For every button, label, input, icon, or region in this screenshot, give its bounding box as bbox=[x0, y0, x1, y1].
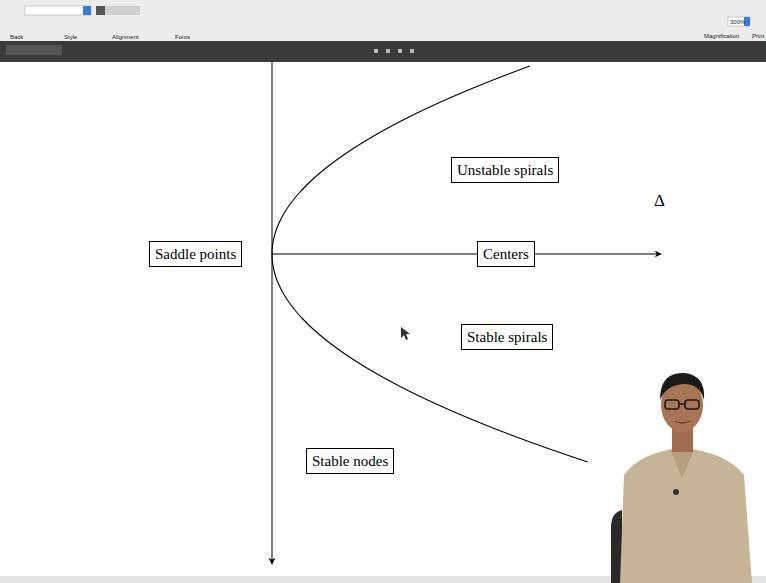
parabola-curve bbox=[272, 66, 588, 462]
toolbar-label: Print bbox=[752, 33, 764, 39]
nav-arrows bbox=[374, 49, 414, 53]
region-name: Unstable spirals bbox=[457, 162, 553, 178]
toolbar-label: Back bbox=[10, 34, 23, 40]
toolbar-label: Fonts bbox=[175, 34, 190, 40]
mouse-cursor bbox=[401, 327, 410, 340]
toolbar-label: Alignment bbox=[112, 34, 139, 40]
region-label-box: Centers bbox=[477, 241, 535, 267]
horizontal-axis bbox=[272, 254, 661, 255]
zoom-field bbox=[728, 17, 750, 26]
toolbar-label: Magnification bbox=[704, 33, 739, 39]
presenter-figure bbox=[611, 373, 752, 583]
region-name: Saddle points bbox=[155, 246, 236, 262]
toolbar-label: 300% bbox=[730, 19, 745, 25]
region-label-box: Unstable spirals bbox=[451, 157, 559, 183]
region-name: Stable spirals bbox=[467, 329, 547, 345]
region-label-box: Stable spirals bbox=[461, 324, 553, 350]
style-field bbox=[25, 6, 91, 15]
toolbar-label: Style bbox=[64, 34, 77, 40]
region-label-box: Stable nodes bbox=[306, 448, 394, 474]
slide-selector bbox=[6, 45, 62, 55]
axis-label: Δ bbox=[654, 192, 665, 209]
region-name: Stable nodes bbox=[312, 453, 388, 469]
alignment-buttons bbox=[96, 6, 140, 15]
region-name: Centers bbox=[483, 246, 529, 262]
dropdown-button bbox=[83, 6, 91, 15]
vertical-axis bbox=[272, 62, 273, 564]
align-button bbox=[96, 6, 105, 15]
navigation-bar bbox=[0, 41, 766, 62]
region-label-box: Saddle points bbox=[149, 241, 242, 267]
toolbar bbox=[0, 0, 766, 41]
